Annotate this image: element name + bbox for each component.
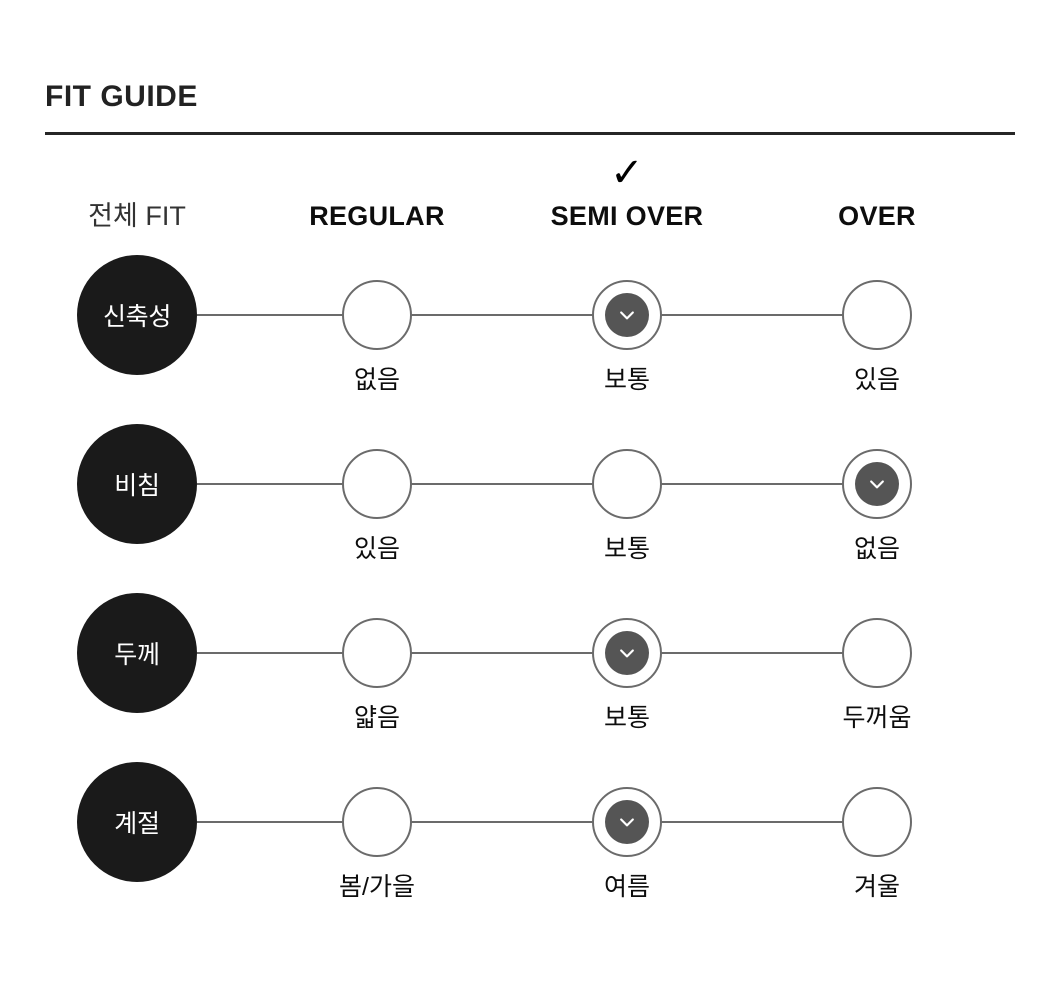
check-icon: ✓ (610, 151, 644, 195)
column-header-regular: REGULAR (247, 196, 507, 236)
option-caption: 여름 (603, 873, 650, 901)
option-circle[interactable] (842, 787, 912, 857)
row-label-badge: 계절 (77, 762, 197, 882)
option-caption: 얇음 (353, 704, 400, 732)
chevron-down-icon (620, 311, 634, 320)
option-circle[interactable] (592, 280, 662, 350)
option-caption: 겨울 (853, 873, 900, 901)
selected-indicator (605, 293, 649, 337)
chevron-down-icon (620, 649, 634, 658)
option-caption: 보통 (603, 535, 650, 563)
fit-option-node[interactable]: 보통 (592, 618, 662, 732)
row-connector-line (197, 652, 878, 654)
column-header-over: OVER (747, 196, 1007, 236)
option-caption: 두꺼움 (842, 704, 912, 732)
fit-option-node[interactable]: 보통 (592, 280, 662, 394)
option-circle[interactable] (342, 618, 412, 688)
option-circle[interactable] (592, 618, 662, 688)
option-caption: 보통 (603, 704, 650, 732)
column-header-semi-over: ✓ SEMI OVER (497, 151, 757, 236)
fit-option-node[interactable]: 두꺼움 (842, 618, 912, 732)
selected-indicator (605, 800, 649, 844)
selected-indicator (855, 462, 899, 506)
row-connector-line (197, 821, 878, 823)
page-title: FIT GUIDE (45, 80, 198, 113)
option-caption: 없음 (853, 535, 900, 563)
column-header-row: 전체 FIT REGULAR ✓ SEMI OVER OVER (0, 151, 1040, 236)
fit-option-node[interactable]: 보통 (592, 449, 662, 563)
fit-option-node[interactable]: 있음 (342, 449, 412, 563)
chevron-down-icon (870, 480, 884, 489)
option-circle[interactable] (592, 787, 662, 857)
column-header-overall-fit: 전체 FIT (88, 201, 186, 231)
chevron-down-icon (620, 818, 634, 827)
option-circle[interactable] (842, 618, 912, 688)
fit-option-node[interactable]: 봄/가을 (339, 787, 415, 901)
fit-option-node[interactable]: 얇음 (342, 618, 412, 732)
column-header-over-label: OVER (838, 201, 916, 231)
fit-option-node[interactable]: 겨울 (842, 787, 912, 901)
option-circle[interactable] (342, 280, 412, 350)
title-divider (45, 132, 1015, 135)
fit-option-node[interactable]: 있음 (842, 280, 912, 394)
row-label-badge: 두께 (77, 593, 197, 713)
row-connector-line (197, 483, 878, 485)
option-caption: 봄/가을 (339, 873, 415, 901)
option-caption: 없음 (353, 366, 400, 394)
column-header-semi-over-label: SEMI OVER (550, 201, 704, 231)
column-header-regular-label: REGULAR (309, 201, 445, 231)
option-circle[interactable] (842, 280, 912, 350)
option-circle[interactable] (342, 449, 412, 519)
option-circle[interactable] (842, 449, 912, 519)
row-label-badge: 비침 (77, 424, 197, 544)
option-caption: 보통 (603, 366, 650, 394)
selected-indicator (605, 631, 649, 675)
fit-option-node[interactable]: 없음 (842, 449, 912, 563)
option-caption: 있음 (353, 535, 400, 563)
row-label-badge: 신축성 (77, 255, 197, 375)
option-caption: 있음 (853, 366, 900, 394)
fit-option-node[interactable]: 없음 (342, 280, 412, 394)
option-circle[interactable] (342, 787, 412, 857)
option-circle[interactable] (592, 449, 662, 519)
row-connector-line (197, 314, 878, 316)
fit-option-node[interactable]: 여름 (592, 787, 662, 901)
